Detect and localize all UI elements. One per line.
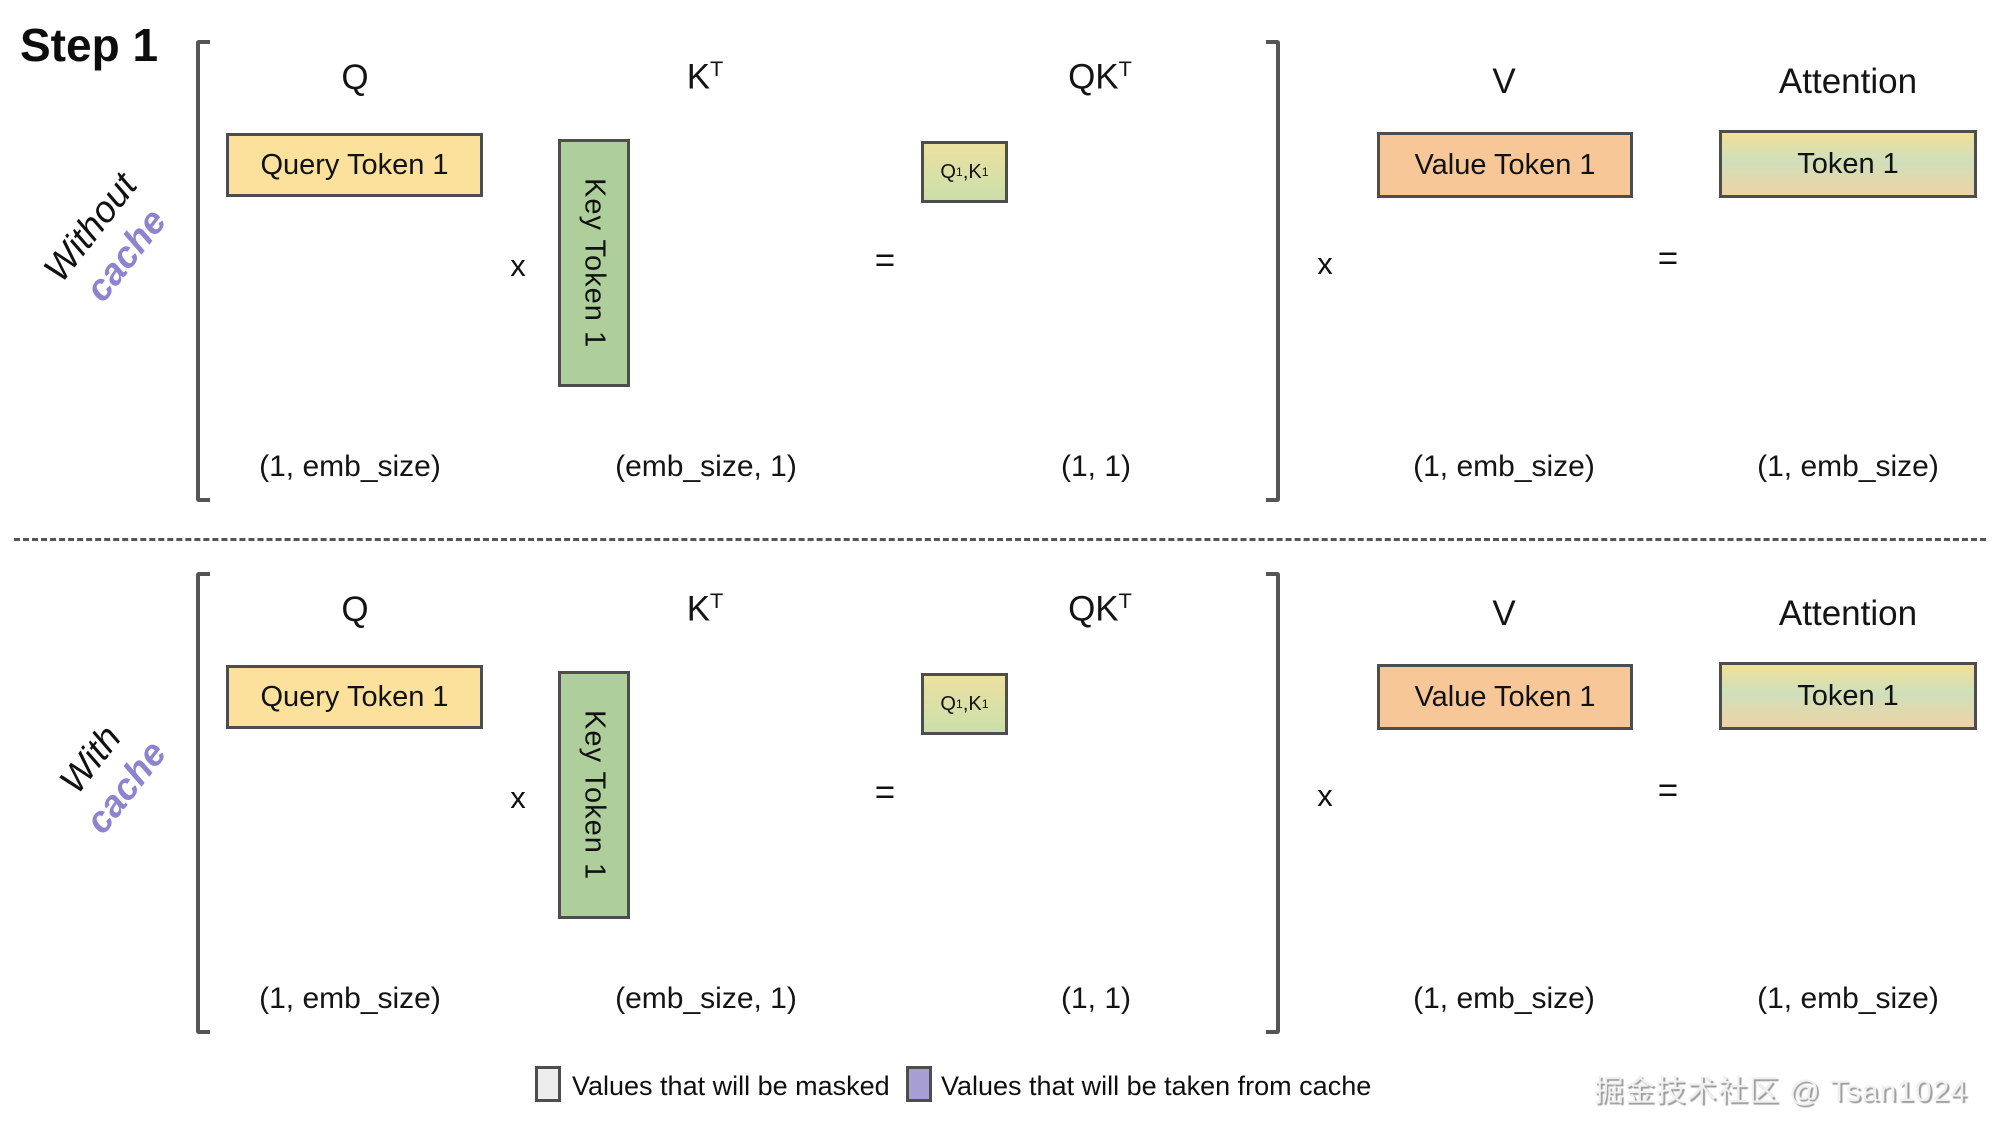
equals-operator-2: = (1657, 239, 1679, 278)
attention-token-box: Token 1 (1719, 130, 1977, 198)
key-token-box: Key Token 1 (558, 139, 630, 387)
matrix-bracket-close (1266, 40, 1280, 502)
qkt-base: QK (1068, 589, 1119, 629)
matrix-bracket-open (196, 572, 210, 1034)
value-token-box: Value Token 1 (1377, 664, 1633, 730)
legend-swatch-cache (906, 1066, 932, 1102)
kt-base: K (686, 589, 711, 629)
qk-cell-q-sub: 1 (955, 165, 963, 179)
dim-label-attention: (1, emb_size) (1757, 982, 1939, 1015)
qk-cell-q-sub: 1 (955, 697, 963, 711)
watermark: 掘金技术社区 @ Tsan1024 (1593, 1075, 1968, 1108)
column-header-attention: Attention (1778, 62, 1918, 101)
kt-sup: T (710, 56, 724, 81)
matrix-bracket-close (1266, 572, 1280, 1034)
column-header-qkt: QKT (1000, 56, 1200, 98)
key-token-label: Key Token 1 (578, 177, 611, 349)
matrix-bracket-open (196, 40, 210, 502)
qk-cell-q: Q (940, 692, 956, 715)
dim-label-kt: (emb_size, 1) (615, 450, 797, 483)
qk-cell-comma: , (962, 692, 969, 715)
dim-label-v: (1, emb_size) (1413, 450, 1595, 483)
dim-label-qkt: (1, 1) (1060, 450, 1132, 483)
multiply-operator-1: x (510, 248, 526, 283)
qkt-sup: T (1118, 56, 1132, 81)
qkt-base: QK (1068, 57, 1119, 97)
column-header-q: Q (341, 58, 369, 97)
multiply-operator-2: x (1317, 246, 1333, 281)
qk-cell-k: K (968, 692, 982, 715)
qkt-sup: T (1118, 588, 1132, 613)
kt-sup: T (710, 588, 724, 613)
legend-label-cache: Values that will be taken from cache (941, 1071, 1372, 1101)
dim-label-attention: (1, emb_size) (1757, 450, 1939, 483)
key-token-label: Key Token 1 (578, 709, 611, 881)
key-token-box: Key Token 1 (558, 671, 630, 919)
attention-token-box: Token 1 (1719, 662, 1977, 730)
qk-cell-q: Q (940, 160, 956, 183)
legend-label-masked: Values that will be masked (572, 1071, 890, 1101)
query-token-box: Query Token 1 (226, 133, 483, 197)
column-header-kt: KT (605, 588, 805, 630)
row-with-cache: With cache Q KT QKT V Attention Query To… (0, 532, 2000, 1064)
column-header-attention: Attention (1778, 594, 1918, 633)
dim-label-qkt: (1, 1) (1060, 982, 1132, 1015)
query-token-box: Query Token 1 (226, 665, 483, 729)
value-token-box: Value Token 1 (1377, 132, 1633, 198)
legend-swatch-masked (535, 1066, 561, 1102)
dim-label-q: (1, emb_size) (259, 450, 441, 483)
dashed-divider (14, 538, 1986, 541)
column-header-v: V (1492, 62, 1516, 101)
qk-cell-comma: , (962, 160, 969, 183)
dim-label-v: (1, emb_size) (1413, 982, 1595, 1015)
equals-operator-1: = (874, 241, 896, 280)
side-label-without-cache: Without cache (16, 141, 200, 342)
dim-label-kt: (emb_size, 1) (615, 982, 797, 1015)
dim-label-q: (1, emb_size) (259, 982, 441, 1015)
column-header-v: V (1492, 594, 1516, 633)
equals-operator-2: = (1657, 771, 1679, 810)
step-title: Step 1 (20, 19, 159, 71)
qk-cell-k: K (968, 160, 982, 183)
column-header-qkt: QKT (1000, 588, 1200, 630)
column-header-kt: KT (605, 56, 805, 98)
column-header-q: Q (341, 590, 369, 629)
row-without-cache: Without cache Q KT QKT V Attention Query… (0, 0, 2000, 532)
multiply-operator-1: x (510, 780, 526, 815)
kt-base: K (686, 57, 711, 97)
qk-cell-k-sub: 1 (981, 697, 989, 711)
multiply-operator-2: x (1317, 778, 1333, 813)
equals-operator-1: = (874, 773, 896, 812)
qk-cell-k-sub: 1 (981, 165, 989, 179)
side-label-with-cache: With cache (16, 673, 200, 874)
